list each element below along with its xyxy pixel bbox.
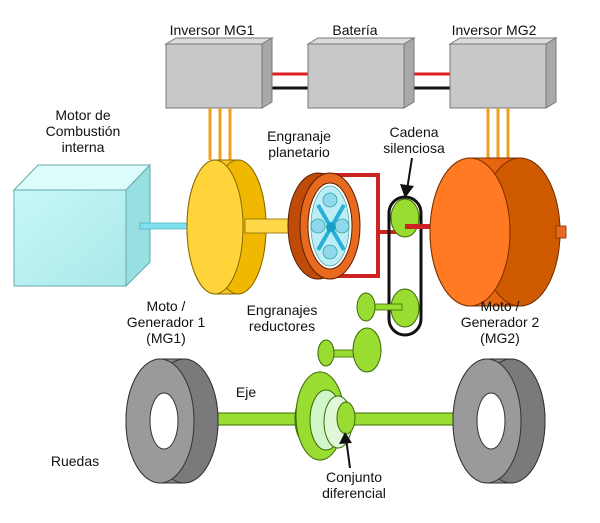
differential-pointer-arrow [339, 432, 352, 469]
reduction-gears-label: Engranajes reductores [246, 302, 318, 334]
chain-pointer-arrow [400, 157, 414, 198]
engine-label: Motor de Combustión interna [45, 107, 121, 155]
inverter-mg1-label: Inversor MG1 [169, 22, 255, 38]
silent-chain [387, 195, 423, 337]
inverter-mg2-box [448, 37, 558, 109]
battery-label: Batería [332, 22, 378, 38]
mg1-label: Moto / Generador 1 (MG1) [126, 298, 206, 346]
silent-chain-label: Cadena silenciosa [383, 124, 445, 156]
mg2-label: Moto / Generador 2 (MG2) [460, 298, 540, 346]
battery-box [306, 37, 416, 109]
reduction-gears [317, 292, 403, 373]
left-wheel [125, 358, 219, 484]
planetary-gear [287, 172, 361, 280]
planetary-gear-label: Engranaje planetario [267, 128, 331, 160]
mg2-phase-cables [486, 108, 510, 158]
inverter-mg2-label: Inversor MG2 [451, 22, 537, 38]
engine-block [12, 163, 152, 288]
wheels-label: Ruedas [50, 453, 100, 469]
differential-label: Conjunto diferencial [322, 469, 386, 501]
mg2-shaft [405, 224, 445, 229]
axle-label: Eje [235, 384, 257, 400]
inverter-mg1-box [164, 37, 274, 109]
mg2-unit [429, 157, 567, 307]
mg1-unit [186, 159, 267, 295]
engine-shaft [139, 222, 193, 230]
right-wheel [452, 358, 546, 484]
mg1-phase-cables [208, 108, 232, 160]
differential [294, 371, 356, 461]
